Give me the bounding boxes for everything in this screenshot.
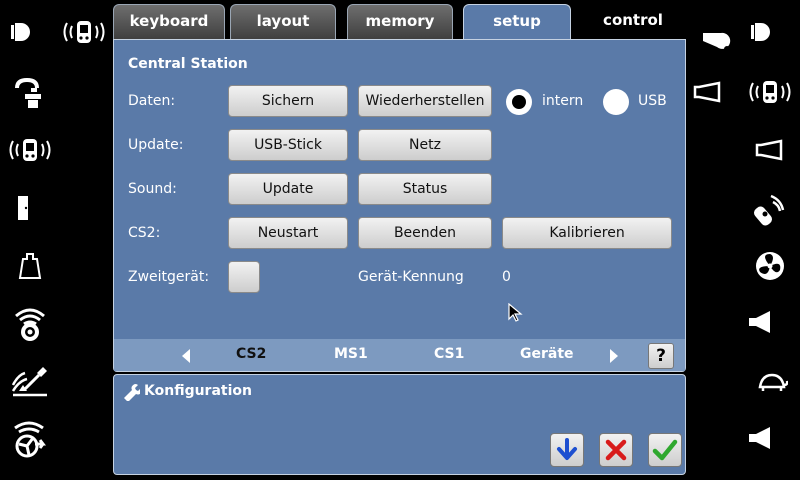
mouse-cursor-icon (508, 303, 523, 322)
tab-control[interactable]: control (580, 4, 686, 40)
loudspeaker-icon[interactable] (740, 300, 784, 344)
tab-label: control (603, 11, 663, 29)
central-station-panel: Central Station Daten: Sichern Wiederher… (113, 39, 686, 372)
zweitgeraet-label: Zweitgerät: (128, 269, 210, 285)
subnav-item-geraete[interactable]: Geräte (520, 346, 574, 362)
weight-icon[interactable] (8, 244, 52, 288)
train-radio-icon[interactable] (8, 128, 52, 172)
radio-intern[interactable] (506, 89, 532, 115)
radio-usb[interactable] (603, 89, 629, 115)
panel-title: Central Station (128, 56, 248, 72)
konfiguration-title: Konfiguration (144, 383, 252, 399)
water-crane-icon[interactable] (6, 70, 50, 114)
neustart-button[interactable]: Neustart (228, 217, 348, 249)
konfiguration-panel: Konfiguration (113, 374, 686, 475)
geraet-kennung-label: Gerät-Kennung (358, 269, 464, 285)
loudspeaker-icon[interactable] (740, 416, 784, 460)
arrow-down-icon (557, 438, 577, 460)
usb-stick-button[interactable]: USB-Stick (228, 129, 348, 161)
sichern-button[interactable]: Sichern (228, 85, 348, 117)
light-icon[interactable] (742, 10, 786, 54)
update-label: Update: (128, 137, 184, 153)
sound-update-button[interactable]: Update (228, 173, 348, 205)
fan-steam-icon[interactable] (8, 418, 52, 462)
sound-status-button[interactable]: Status (358, 173, 492, 205)
turtle-icon[interactable] (750, 360, 794, 404)
tab-label: setup (493, 12, 541, 30)
tab-layout[interactable]: layout (230, 4, 336, 40)
tab-label: keyboard (129, 12, 209, 30)
train-radio-icon[interactable] (748, 70, 792, 114)
download-button[interactable] (550, 433, 584, 467)
wrench-icon (124, 384, 140, 401)
wiederherstellen-button[interactable]: Wiederherstellen (358, 85, 492, 117)
checkmark-icon (652, 439, 678, 461)
subnav-prev-icon[interactable] (182, 349, 190, 363)
tab-keyboard[interactable]: keyboard (113, 4, 225, 40)
subnav-bar: CS2 MS1 CS1 Geräte ? (114, 339, 685, 371)
tab-label: memory (365, 12, 435, 30)
geraet-kennung-value: 0 (502, 269, 511, 285)
subnav-item-cs1[interactable]: CS1 (434, 346, 465, 362)
subnav-item-cs2[interactable]: CS2 (236, 346, 267, 362)
close-icon (605, 439, 627, 461)
cs2-label: CS2: (128, 225, 161, 241)
whistle-icon[interactable] (696, 18, 740, 62)
tab-memory[interactable]: memory (347, 4, 453, 40)
netz-button[interactable]: Netz (358, 129, 492, 161)
train-radio-icon[interactable] (62, 10, 106, 54)
radio-broadcast-icon[interactable] (8, 302, 52, 346)
daten-label: Daten: (128, 93, 176, 109)
tab-setup[interactable]: setup (463, 4, 571, 44)
horn-icon[interactable] (748, 128, 792, 172)
radio-usb-label: USB (638, 93, 667, 109)
help-button[interactable]: ? (648, 343, 674, 369)
pneumatic-icon[interactable] (748, 188, 792, 232)
subnav-item-ms1[interactable]: MS1 (334, 346, 368, 362)
kalibrieren-button[interactable]: Kalibrieren (502, 217, 672, 249)
horn-icon[interactable] (686, 70, 730, 114)
subnav-next-icon[interactable] (610, 349, 618, 363)
door-icon[interactable] (2, 186, 46, 230)
zweitgeraet-checkbox[interactable] (228, 261, 260, 293)
cancel-button[interactable] (599, 433, 633, 467)
radio-intern-label: intern (542, 93, 584, 109)
light-icon[interactable] (2, 10, 46, 54)
coal-shovel-icon[interactable] (8, 360, 52, 404)
confirm-button[interactable] (648, 433, 682, 467)
beenden-button[interactable]: Beenden (358, 217, 492, 249)
tab-label: layout (256, 12, 310, 30)
sound-label: Sound: (128, 181, 177, 197)
fan-icon[interactable] (748, 244, 792, 288)
radio-selected-dot (512, 95, 526, 109)
